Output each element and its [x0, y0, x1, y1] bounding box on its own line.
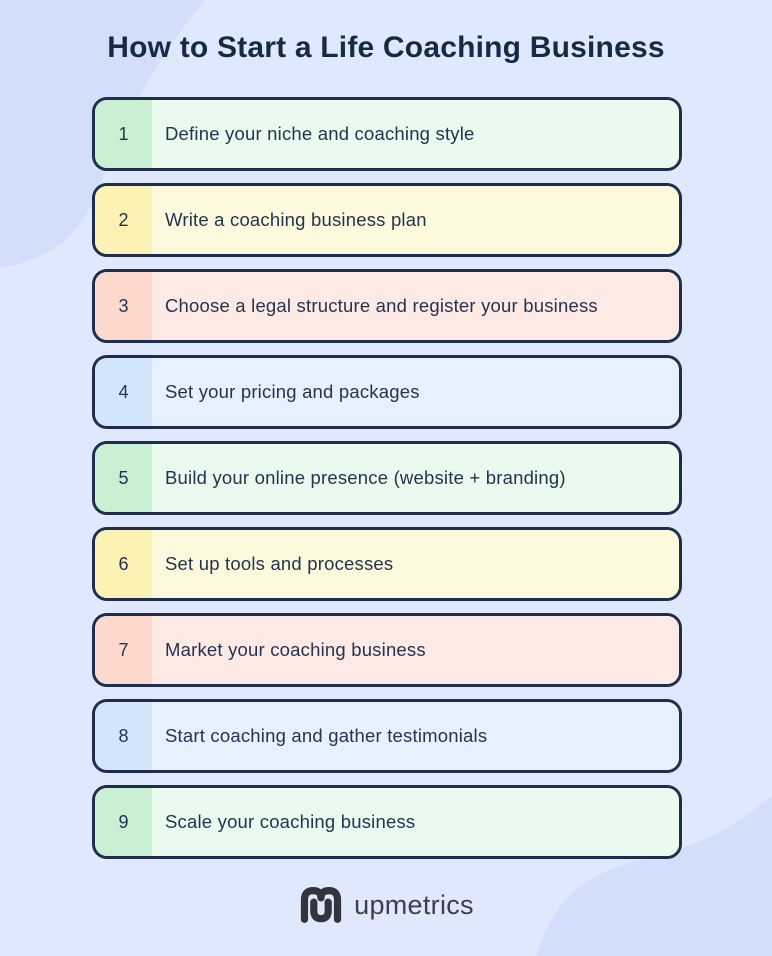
- step-number: 1: [95, 100, 152, 168]
- step-card-1: 1 Define your niche and coaching style: [92, 97, 682, 171]
- step-card-7: 7 Market your coaching business: [92, 613, 682, 687]
- step-number: 7: [95, 616, 152, 684]
- step-card-6: 6 Set up tools and processes: [92, 527, 682, 601]
- footer-brand: upmetrics: [0, 883, 772, 927]
- upmetrics-logo-icon: [301, 887, 342, 923]
- step-label: Write a coaching business plan: [152, 186, 679, 254]
- step-card-5: 5 Build your online presence (website + …: [92, 441, 682, 515]
- step-label: Scale your coaching business: [152, 788, 679, 856]
- upmetrics-logo-text: upmetrics: [354, 889, 474, 920]
- step-card-2: 2 Write a coaching business plan: [92, 183, 682, 257]
- step-label: Set your pricing and packages: [152, 358, 679, 426]
- step-number: 9: [95, 788, 152, 856]
- step-label: Build your online presence (website + br…: [152, 444, 679, 512]
- step-label: Define your niche and coaching style: [152, 100, 679, 168]
- page-title: How to Start a Life Coaching Business: [107, 31, 665, 64]
- step-label: Set up tools and processes: [152, 530, 679, 598]
- step-card-8: 8 Start coaching and gather testimonials: [92, 699, 682, 773]
- steps-list: 1 Define your niche and coaching style 2…: [92, 97, 682, 859]
- step-label: Choose a legal structure and register yo…: [152, 272, 679, 340]
- step-card-3: 3 Choose a legal structure and register …: [92, 269, 682, 343]
- step-number: 2: [95, 186, 152, 254]
- step-number: 6: [95, 530, 152, 598]
- step-number: 3: [95, 272, 152, 340]
- step-number: 8: [95, 702, 152, 770]
- step-card-4: 4 Set your pricing and packages: [92, 355, 682, 429]
- step-card-9: 9 Scale your coaching business: [92, 785, 682, 859]
- step-label: Market your coaching business: [152, 616, 679, 684]
- step-label: Start coaching and gather testimonials: [152, 702, 679, 770]
- step-number: 5: [95, 444, 152, 512]
- step-number: 4: [95, 358, 152, 426]
